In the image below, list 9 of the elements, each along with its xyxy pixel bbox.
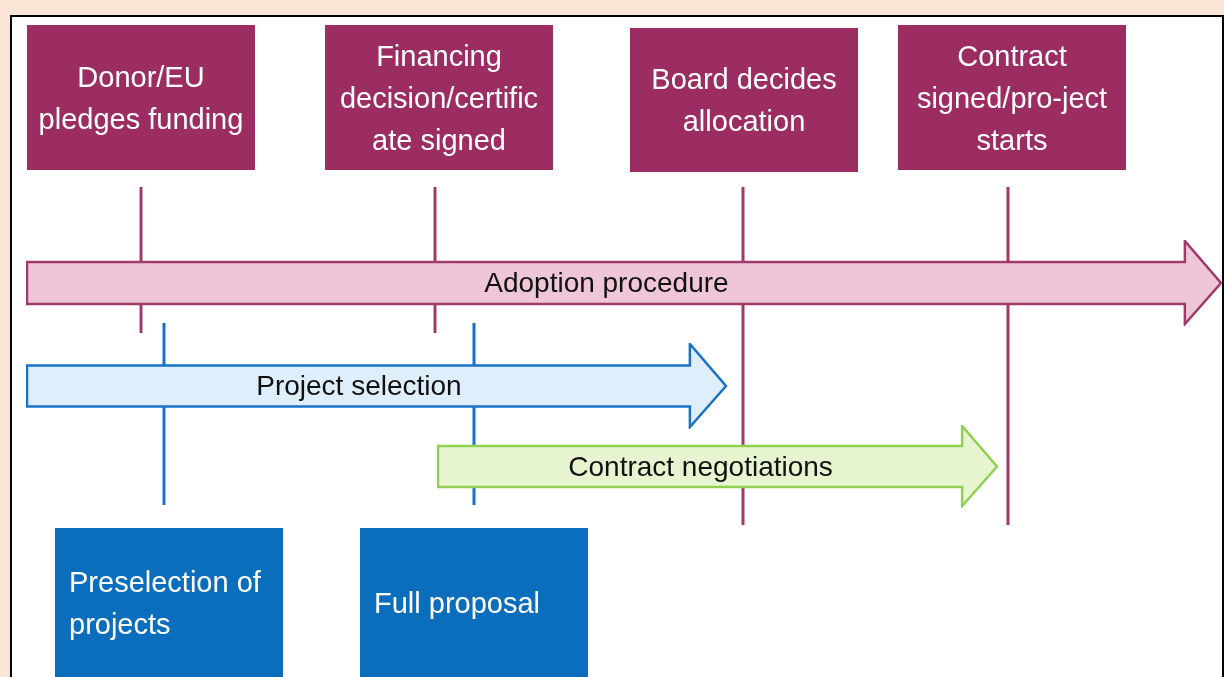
milestone-box: Contract signed/pro-ject starts [898,25,1126,170]
milestone-box: Donor/EU pledges funding [27,25,255,170]
step-box: Preselection of projects [55,528,283,677]
milestone-box: Financing decision/certificate signed [325,25,553,170]
phase-label: Project selection [255,370,463,402]
milestone-box: Board decides allocation [630,28,858,172]
step-box: Full proposal [360,528,588,677]
phase-label: Contract negotiations [567,450,834,483]
phase-label: Adoption procedure [483,267,730,299]
